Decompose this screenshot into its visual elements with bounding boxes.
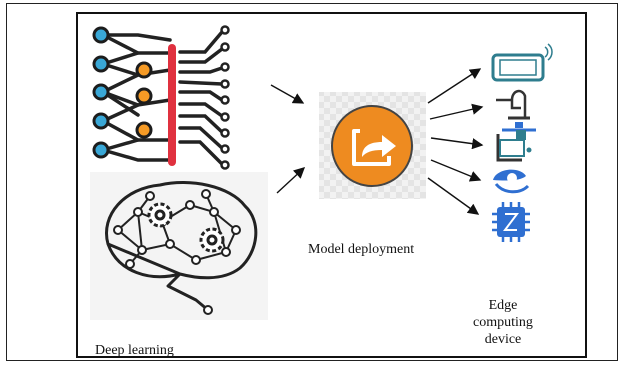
brain-gears-icon [90, 172, 268, 320]
deep-learning-label: Deep learning [95, 343, 174, 358]
flow-arrows-in [270, 84, 306, 194]
outer-frame [6, 3, 618, 361]
autonomous-car-icon [493, 169, 530, 194]
edge-device-label: Edge computing device [473, 298, 533, 347]
flow-arrows-out [427, 68, 484, 215]
smartphone-icon [491, 43, 553, 82]
chip-icon [492, 202, 530, 242]
neural-network-icon [92, 25, 230, 170]
microcontroller-board-icon [496, 130, 532, 162]
model-deployment-label: Model deployment [308, 242, 415, 257]
deploy-export-icon [319, 92, 426, 199]
